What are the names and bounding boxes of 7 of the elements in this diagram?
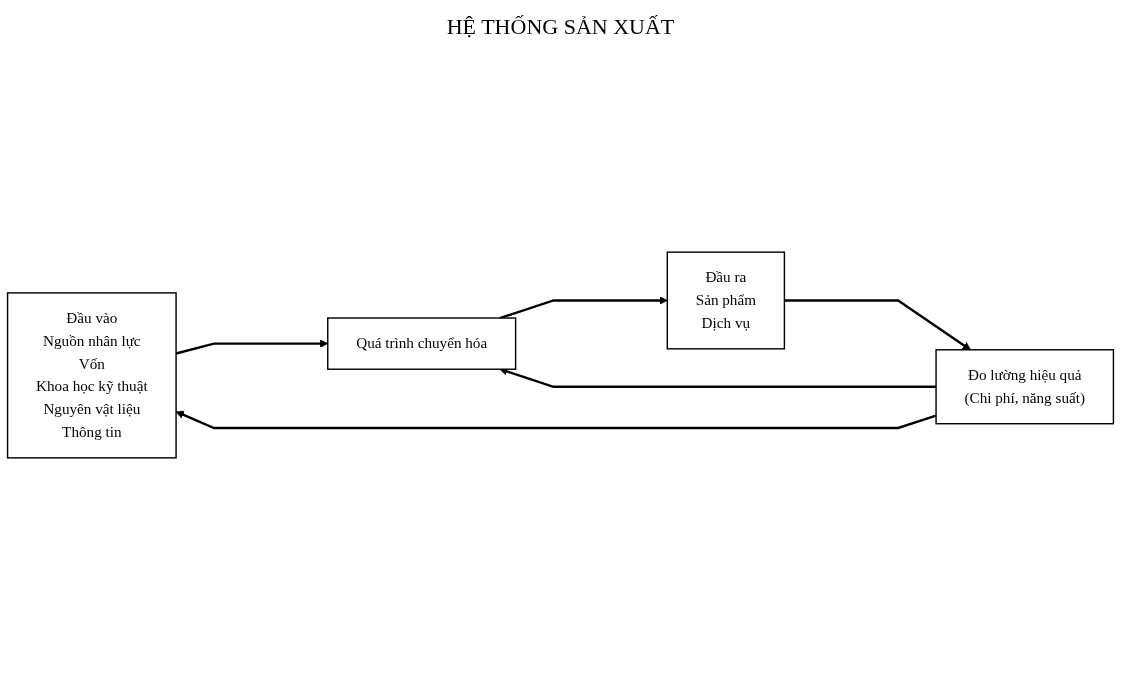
node-box: Quá trình chuyển hóa xyxy=(327,317,517,370)
node-box: Đo lường hiệu quả (Chi phí, năng suất) xyxy=(935,349,1115,425)
arrow xyxy=(499,296,668,320)
node-box: Đầu vào Nguồn nhân lực Vốn Khoa học kỹ thuật Nguyên vật liệu Thông tin xyxy=(6,292,177,459)
node-box: Đầu ra Sản phẩm Dịch vụ xyxy=(666,251,786,350)
arrow xyxy=(784,299,971,351)
diagram-title: HỆ THỐNG SẢN XUẤT xyxy=(445,13,676,41)
